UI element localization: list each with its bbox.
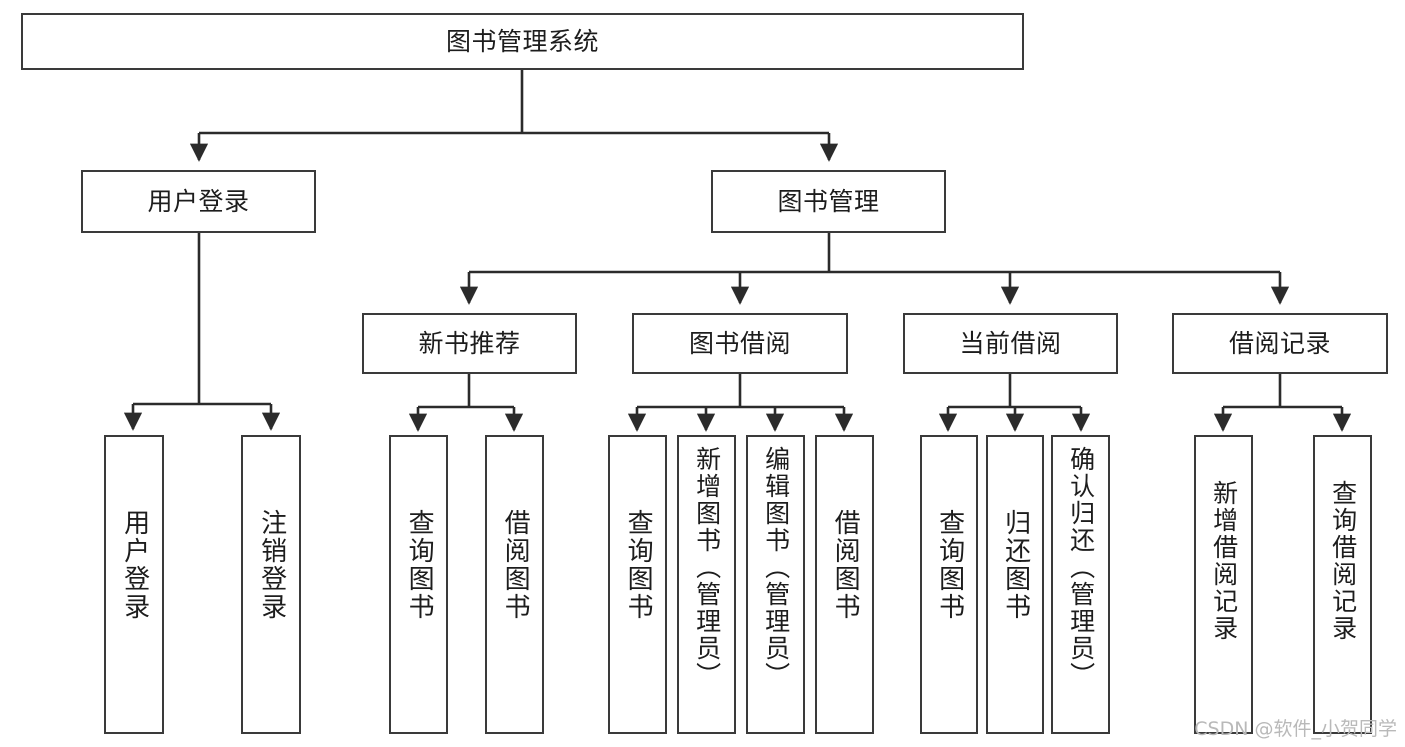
node-label: 图书管理 bbox=[777, 186, 880, 216]
node-label: 图书管理系统 bbox=[445, 26, 599, 56]
node-leaf-user-login[interactable]: 用户登录 bbox=[104, 435, 164, 734]
node-leaf-query-book-3[interactable]: 查询图书 bbox=[920, 435, 978, 734]
node-label: 查询图书 bbox=[934, 509, 965, 621]
node-label: 图书借阅 bbox=[688, 328, 791, 358]
node-leaf-confirm-return[interactable]: 确认归还（管理员） bbox=[1051, 435, 1110, 734]
node-leaf-borrow-book-2[interactable]: 借阅图书 bbox=[815, 435, 874, 734]
node-leaf-add-record[interactable]: 新增借阅记录 bbox=[1194, 435, 1253, 734]
node-label: 当前借阅 bbox=[959, 328, 1062, 358]
node-label: 新增图书（管理员） bbox=[692, 446, 722, 689]
node-user-login[interactable]: 用户登录 bbox=[81, 170, 316, 233]
node-leaf-return-book[interactable]: 归还图书 bbox=[986, 435, 1044, 734]
node-book-manage[interactable]: 图书管理 bbox=[711, 170, 946, 233]
node-leaf-query-book-1[interactable]: 查询图书 bbox=[389, 435, 448, 734]
node-label: 编辑图书（管理员） bbox=[761, 446, 791, 689]
node-label: 借阅图书 bbox=[830, 509, 861, 621]
node-current-borrow[interactable]: 当前借阅 bbox=[903, 313, 1118, 374]
node-label: 新书推荐 bbox=[418, 328, 521, 358]
node-label: 借阅记录 bbox=[1228, 328, 1331, 358]
node-book-borrow[interactable]: 图书借阅 bbox=[632, 313, 848, 374]
node-leaf-edit-book[interactable]: 编辑图书（管理员） bbox=[746, 435, 805, 734]
node-root-system[interactable]: 图书管理系统 bbox=[21, 13, 1024, 70]
node-leaf-add-book[interactable]: 新增图书（管理员） bbox=[677, 435, 736, 734]
node-label: 归还图书 bbox=[1000, 509, 1031, 621]
node-borrow-record[interactable]: 借阅记录 bbox=[1172, 313, 1388, 374]
node-label: 查询图书 bbox=[404, 509, 435, 621]
node-leaf-borrow-book-1[interactable]: 借阅图书 bbox=[485, 435, 544, 734]
node-new-book-recommend[interactable]: 新书推荐 bbox=[362, 313, 577, 374]
node-leaf-query-book-2[interactable]: 查询图书 bbox=[608, 435, 667, 734]
node-label: 注销登录 bbox=[256, 509, 287, 621]
node-label: 用户登录 bbox=[119, 509, 150, 621]
node-leaf-logout-login[interactable]: 注销登录 bbox=[241, 435, 301, 734]
watermark-text: CSDN @软件_小贺同学 bbox=[1194, 718, 1397, 740]
node-label: 用户登录 bbox=[147, 186, 250, 216]
node-label: 借阅图书 bbox=[500, 509, 531, 621]
node-label: 新增借阅记录 bbox=[1209, 480, 1239, 642]
node-label: 查询图书 bbox=[623, 509, 654, 621]
node-label: 查询借阅记录 bbox=[1328, 480, 1358, 642]
node-label: 确认归还（管理员） bbox=[1066, 446, 1096, 689]
node-leaf-query-record[interactable]: 查询借阅记录 bbox=[1313, 435, 1372, 734]
